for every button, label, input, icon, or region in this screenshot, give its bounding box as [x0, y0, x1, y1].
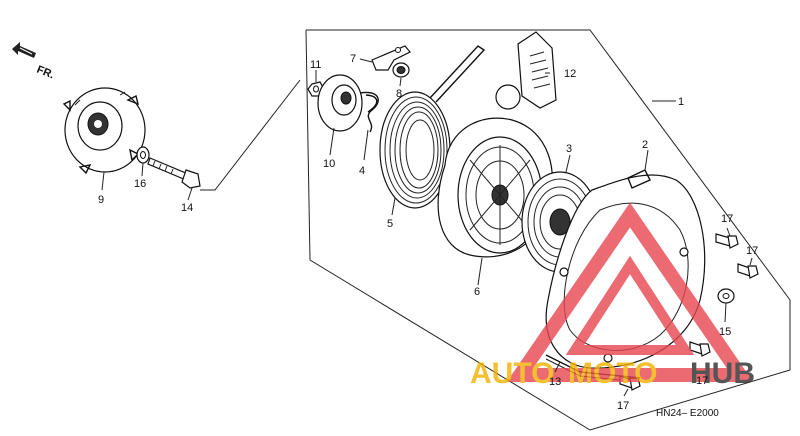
friction-plate-part — [317, 74, 363, 132]
automotohub-watermark: AUTO MOTO HUB — [470, 202, 755, 390]
callout-15: 15 — [719, 326, 731, 338]
watermark-brand-moto: MOTO — [568, 357, 657, 390]
callout-12: 12 — [564, 68, 576, 80]
front-direction-label: FR. — [35, 64, 56, 82]
callout-1: 1 — [678, 96, 684, 108]
callout-16: 16 — [134, 178, 146, 190]
callout-2: 2 — [642, 139, 648, 151]
flange-bolt-part — [147, 157, 201, 189]
callout-17-a: 17 — [721, 213, 733, 225]
starter-pulley-part — [62, 87, 146, 175]
assembly-link-line — [200, 79, 301, 191]
rope-guide-part — [717, 288, 735, 304]
callout-17-b: 17 — [746, 245, 758, 257]
watermark-brand-auto: AUTO — [470, 357, 554, 390]
callout-11: 11 — [310, 59, 321, 71]
callout-7: 7 — [350, 53, 356, 65]
diagram-reference-code: HN24– E2000 — [656, 408, 719, 419]
callout-17-d: 17 — [617, 400, 629, 412]
callout-6: 6 — [474, 286, 480, 298]
starter-grip-part — [495, 31, 557, 110]
leader-lines — [101, 58, 753, 397]
callout-9: 9 — [98, 194, 104, 206]
front-direction-arrow-icon — [12, 42, 36, 58]
washer-part — [136, 146, 150, 164]
callout-17-c: 17 — [696, 375, 708, 387]
callout-13: 13 — [549, 376, 561, 388]
callout-4: 4 — [359, 165, 365, 177]
return-spring-part — [392, 62, 410, 78]
watermark-brand-hub: HUB — [690, 357, 755, 390]
ratchet-part — [371, 45, 411, 71]
case-bolt-part — [737, 263, 759, 279]
callout-8: 8 — [396, 88, 402, 100]
callout-5: 5 — [387, 218, 393, 230]
friction-spring-part — [359, 91, 379, 133]
callout-3: 3 — [566, 143, 572, 155]
recoil-spring-part — [379, 45, 486, 209]
callout-10: 10 — [323, 158, 335, 170]
callout-labels: 1 2 3 4 5 6 7 8 9 10 11 12 13 14 15 16 1… — [98, 53, 758, 412]
case-bolt-part — [715, 233, 739, 249]
case-bolt-part — [689, 341, 711, 357]
assembly-outline — [305, 29, 791, 431]
callout-14: 14 — [181, 202, 193, 214]
